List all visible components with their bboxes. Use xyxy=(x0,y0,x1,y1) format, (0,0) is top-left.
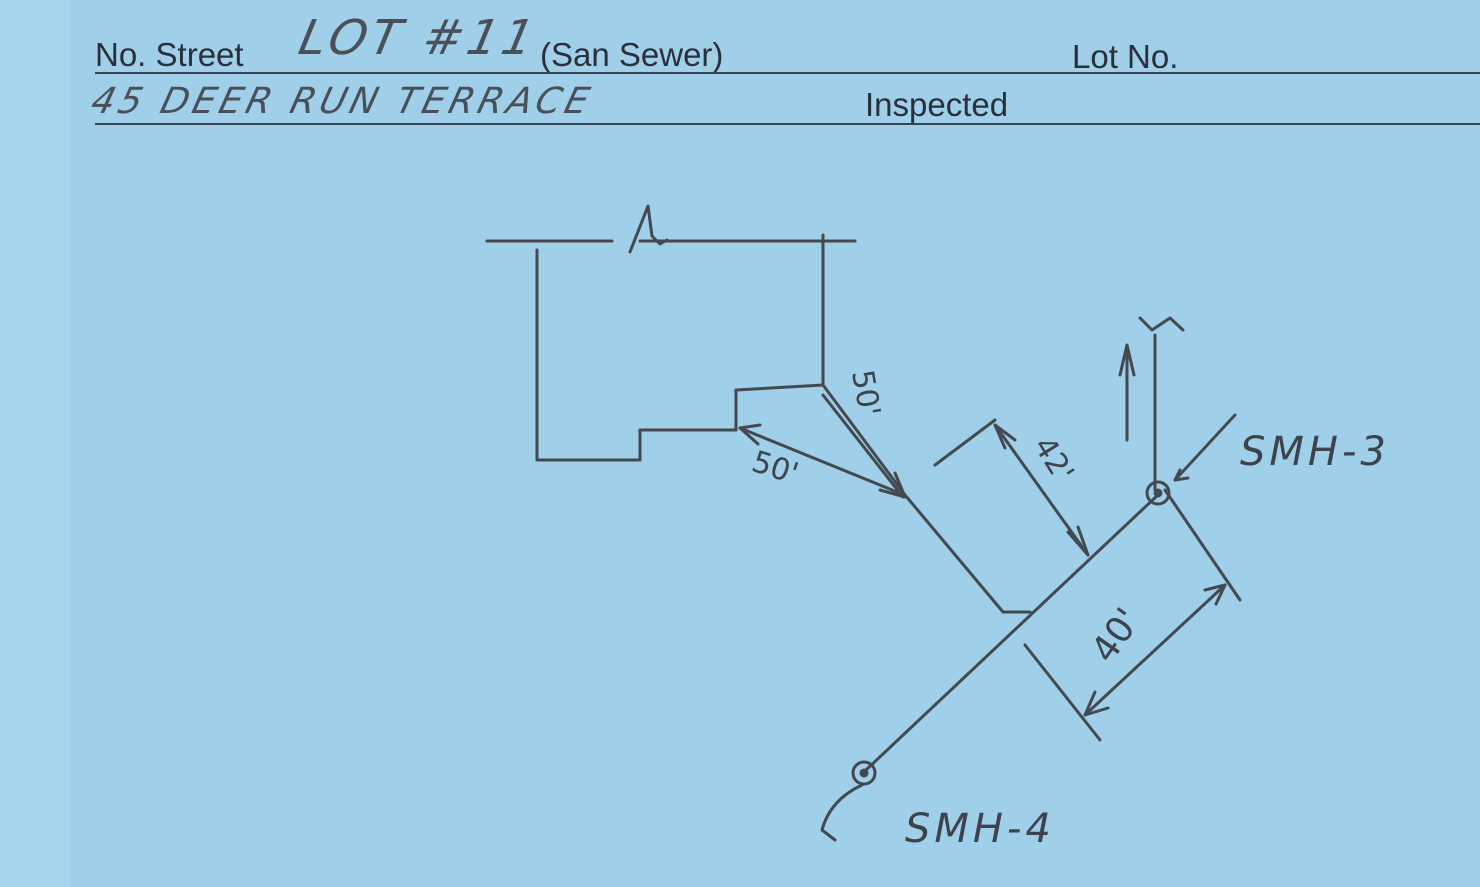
street-label: No. Street xyxy=(95,36,244,73)
street-note: (San Sewer) xyxy=(540,36,724,73)
arrowhead-1 xyxy=(878,471,907,499)
north-break xyxy=(1138,316,1185,332)
dim-ext-40a xyxy=(1163,488,1242,602)
arrowhead-40a xyxy=(1203,583,1227,606)
dim-line-40 xyxy=(1083,583,1227,717)
inspected-label: Inspected xyxy=(865,86,1009,123)
arrowhead-42b xyxy=(1066,525,1090,557)
dim-label-40: 40' xyxy=(1084,601,1150,670)
smh3-leader xyxy=(1173,413,1237,482)
arrowhead-42a xyxy=(993,423,1017,450)
street-rule xyxy=(95,72,1480,74)
north-arrow xyxy=(1118,343,1136,442)
manhole-smh-3 xyxy=(1145,480,1171,506)
smh4-leader xyxy=(820,783,864,842)
arrowhead-40b xyxy=(1083,690,1110,717)
dim-ext-42 xyxy=(933,418,997,467)
manhole-label-smh-4: SMH-4 xyxy=(905,806,1055,852)
dim-line-42 xyxy=(993,423,1090,557)
manhole-label-smh-3: SMH-3 xyxy=(1240,429,1390,475)
dim-ext-40b xyxy=(1023,643,1102,742)
lot-no-label: Lot No. xyxy=(1072,38,1179,75)
lateral-line xyxy=(821,383,1032,614)
card-edge xyxy=(0,0,70,887)
manhole-smh-4 xyxy=(851,760,877,786)
inspected-rule xyxy=(95,123,1480,125)
break-symbol xyxy=(628,204,669,254)
dim-label-50-a: 50' xyxy=(844,367,887,419)
dim-line-2 xyxy=(738,426,899,494)
sewer-main xyxy=(864,491,1162,772)
house-outline xyxy=(535,233,825,462)
dim-line-1 xyxy=(821,393,905,499)
smh3-arrowhead xyxy=(1173,468,1190,482)
arrowhead-2 xyxy=(738,423,762,446)
